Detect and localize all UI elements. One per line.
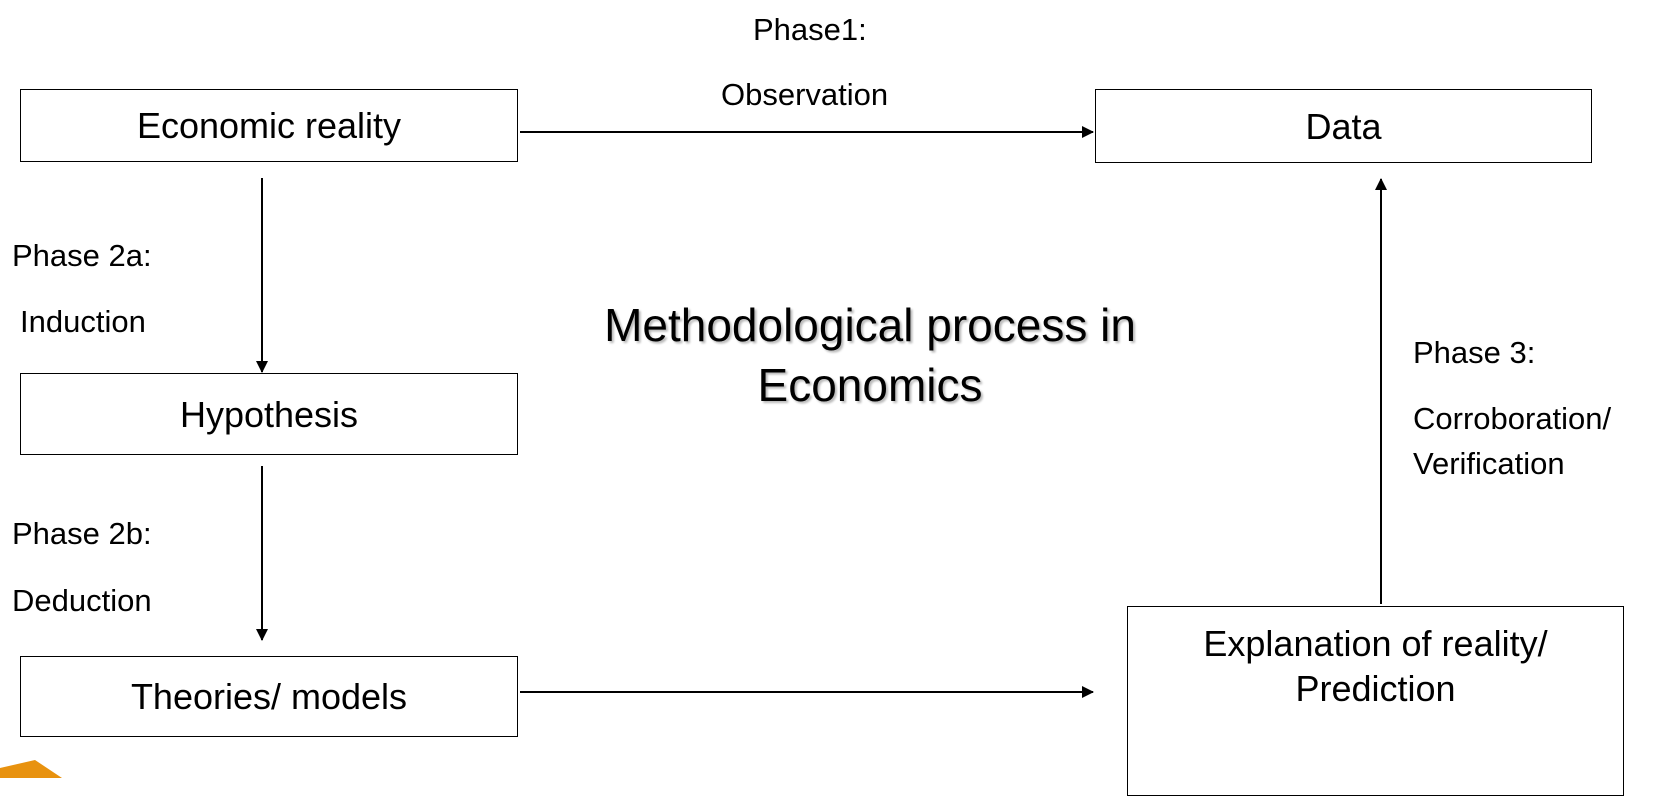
phase2b-name: Phase 2b: (12, 516, 152, 551)
phase2b-desc: Deduction (12, 583, 152, 618)
node-explanation: Explanation of reality/ Prediction (1127, 606, 1624, 796)
node-explanation-line2: Prediction (1295, 668, 1456, 709)
diagram-title: Methodological process in Economics (560, 296, 1180, 416)
node-explanation-line1: Explanation of reality/ (1203, 623, 1548, 664)
node-hypothesis-label: Hypothesis (179, 393, 359, 435)
phase1-name: Phase1: (753, 12, 867, 47)
node-economic-reality: Economic reality (20, 89, 518, 162)
node-theories-models-label: Theories/ models (130, 676, 408, 717)
phase3-desc-line2: Verification (1413, 446, 1565, 481)
phase2a-desc: Induction (20, 304, 146, 339)
logo-mark (0, 760, 62, 778)
node-theories-models: Theories/ models (20, 656, 518, 737)
node-data: Data (1095, 89, 1592, 163)
node-data-label: Data (1305, 105, 1382, 147)
diagram-title-text: Methodological process in Economics (604, 299, 1136, 411)
node-economic-reality-label: Economic reality (136, 105, 402, 146)
arrows-layer (0, 126, 1387, 778)
phase2a-name: Phase 2a: (12, 238, 152, 273)
node-hypothesis: Hypothesis (20, 373, 518, 455)
phase1-desc: Observation (721, 77, 889, 112)
phase3-desc-line1: Corroboration/ (1413, 401, 1612, 436)
phase3-name: Phase 3: (1413, 335, 1536, 370)
